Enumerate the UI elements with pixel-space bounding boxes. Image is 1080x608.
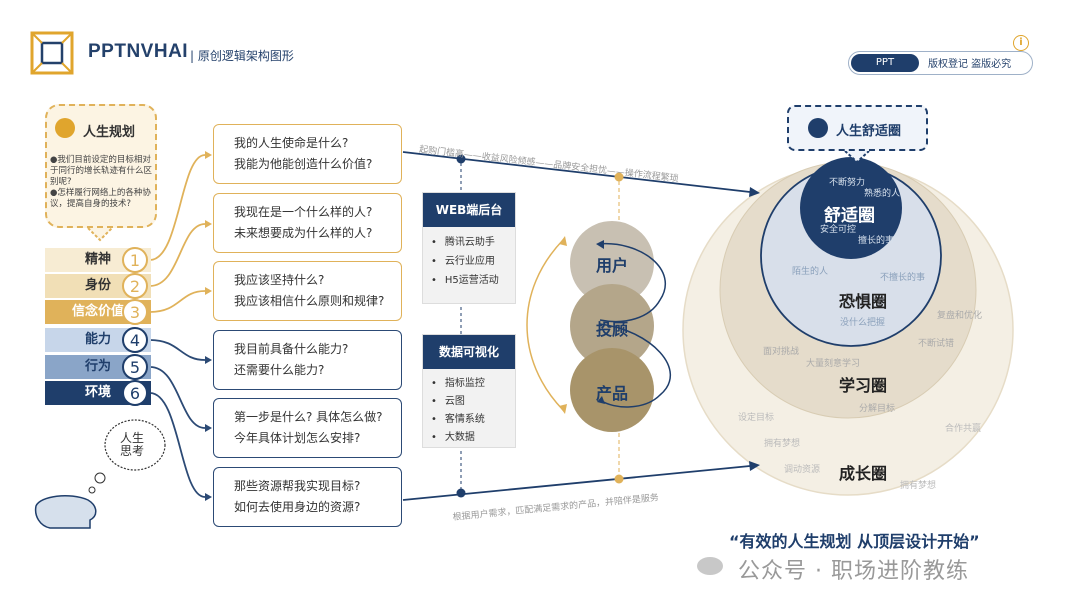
brand-name: PPTNVHAI: [88, 41, 189, 62]
question-box-1: 我的人生使命是什么? 我能为他能创造什么价值?: [213, 124, 402, 184]
watermark-text: 公众号 · 职场进阶教练: [738, 559, 969, 584]
life-plan-text: ●我们目前设定的目标相对于同行的增长轨迹有什么区别呢? ●怎样履行网络上的各种协…: [50, 155, 153, 209]
fear-word: 不擅长的事: [880, 273, 926, 283]
data-viz-title: 数据可视化: [423, 335, 515, 369]
level-number-2: 2: [122, 273, 148, 299]
info-icon[interactable]: i: [1013, 35, 1029, 51]
head-silhouette-icon: [34, 494, 97, 529]
level-number-1: 1: [122, 247, 148, 273]
level-number-4: 4: [122, 327, 148, 353]
web-backend-item: 云行业应用: [431, 252, 515, 271]
circle-product-label: 产品: [595, 384, 628, 403]
think-cloud-icon: [88, 419, 166, 494]
learning-ring-title: 学习圈: [839, 376, 888, 395]
learn-word: 复盘和优化: [937, 311, 983, 321]
question-6-line-1: 那些资源帮我实现目标?: [234, 479, 361, 493]
fear-ring-title: 恐惧圈: [839, 292, 888, 311]
question-3-line-2: 我应该相信什么原则和规律?: [234, 294, 385, 308]
question-3-line-1: 我应该坚持什么?: [234, 273, 325, 287]
data-viz-item: 云图: [431, 393, 515, 411]
fear-word: 没什么把握: [840, 318, 886, 328]
grow-word: 拥有梦想: [900, 481, 937, 491]
comfort-ring-title: 舒适圈: [824, 206, 875, 226]
level-number-5: 5: [122, 354, 148, 380]
smiley-icon: [55, 118, 75, 138]
question-2-line-1: 我现在是一个什么样的人?: [234, 205, 373, 219]
learn-word: 面对挑战: [763, 347, 800, 357]
circle-user: [570, 221, 654, 305]
top-dot-2: [614, 172, 624, 182]
comfort-zone-tag-text: 人生舒适圈: [836, 124, 902, 139]
plan-pointer: [87, 227, 113, 242]
question-4-line-2: 还需要什么能力?: [234, 363, 325, 377]
quote-text: “有效的人生规划 从顶层设计开始”: [729, 532, 980, 551]
question-box-4: 我目前具备什么能力? 还需要什么能力?: [213, 330, 402, 390]
comfort-ring: [800, 157, 902, 259]
bottom-arrow-head: [749, 461, 760, 471]
data-viz-item: 客情系统: [431, 411, 515, 429]
level-connectors: [149, 154, 206, 498]
web-backend-title: WEB端后台: [423, 193, 515, 227]
question-4-line-1: 我目前具备什么能力?: [234, 342, 349, 356]
growth-ring-title: 成长圈: [839, 464, 888, 483]
life-plan-title: 人生规划: [83, 125, 136, 140]
top-dot-1: [456, 154, 466, 164]
wechat-icon: [697, 557, 723, 575]
top-arrow-head: [749, 187, 760, 197]
question-box-5: 第一步是什么? 具体怎么做? 今年具体计划怎么安排?: [213, 398, 402, 458]
comfort-word: 熟悉的人: [864, 189, 901, 199]
comfort-word: 安全可控: [820, 225, 857, 235]
data-viz-item: 指标监控: [431, 375, 515, 393]
web-backend-box: WEB端后台 腾讯云助手 云行业应用 H5运营活动: [422, 192, 516, 304]
bottom-dot-1: [456, 488, 466, 498]
left-cycle-arrow: [526, 239, 564, 411]
question-box-2: 我现在是一个什么样的人? 未来想要成为什么样的人?: [213, 193, 402, 253]
bottom-arrow-line: [402, 465, 751, 501]
connector-arrowheads: [205, 151, 212, 501]
data-viz-box: 数据可视化 指标监控 云图 客情系统 大数据: [422, 334, 516, 448]
logo-cube-icon: [30, 31, 74, 75]
question-5-line-2: 今年具体计划怎么安排?: [234, 431, 361, 445]
grow-word: 拥有梦想: [764, 439, 801, 449]
comfort-word: 不断努力: [829, 178, 866, 188]
right-cycle-arrow-2: [599, 323, 672, 408]
web-backend-item: H5运营活动: [431, 271, 515, 290]
brand-subtitle: | 原创逻辑架构图形: [190, 49, 294, 63]
question-box-3: 我应该坚持什么? 我应该相信什么原则和规律?: [213, 261, 402, 321]
learn-word: 大量刻意学习: [806, 359, 861, 369]
question-1-line-1: 我的人生使命是什么?: [234, 136, 349, 150]
brand-subtitle-text: 原创逻辑架构图形: [197, 49, 294, 63]
circle-product: [570, 348, 654, 432]
question-6-line-2: 如何去使用身边的资源?: [234, 500, 361, 514]
comfort-word: 擅长的事: [858, 236, 895, 246]
level-number-3: 3: [122, 299, 148, 325]
learn-word: 分解目标: [859, 404, 896, 414]
pill-ppt[interactable]: PPT: [851, 54, 919, 72]
web-backend-item: 腾讯云助手: [431, 233, 515, 252]
right-cycle-arrow-1: [597, 242, 667, 323]
comfort-pointer: [844, 150, 870, 164]
smiley-icon: [808, 118, 828, 138]
question-box-6: 那些资源帮我实现目标? 如何去使用身边的资源?: [213, 467, 402, 527]
grow-word: 调动资源: [784, 465, 821, 475]
copyright-pill: [848, 51, 1033, 75]
fear-word: 陌生的人: [792, 267, 829, 277]
level-number-6: 6: [122, 380, 148, 406]
circle-user-label: 用户: [595, 256, 628, 275]
question-2-line-2: 未来想要成为什么样的人?: [234, 226, 373, 240]
learn-word: 不断试错: [918, 339, 955, 349]
think-cloud-text: 人生 思考: [120, 431, 145, 458]
pill-copyright-text: 版权登记 盗版必究: [928, 59, 1012, 70]
data-viz-item: 大数据: [431, 429, 515, 447]
question-1-line-2: 我能为他能创造什么价值?: [234, 157, 373, 171]
circle-advisor-label: 投顾: [595, 320, 628, 339]
question-5-line-1: 第一步是什么? 具体怎么做?: [234, 410, 383, 424]
bottom-dot-2: [614, 474, 624, 484]
grow-word: 设定目标: [738, 413, 775, 423]
grow-word: 合作共赢: [945, 424, 982, 434]
